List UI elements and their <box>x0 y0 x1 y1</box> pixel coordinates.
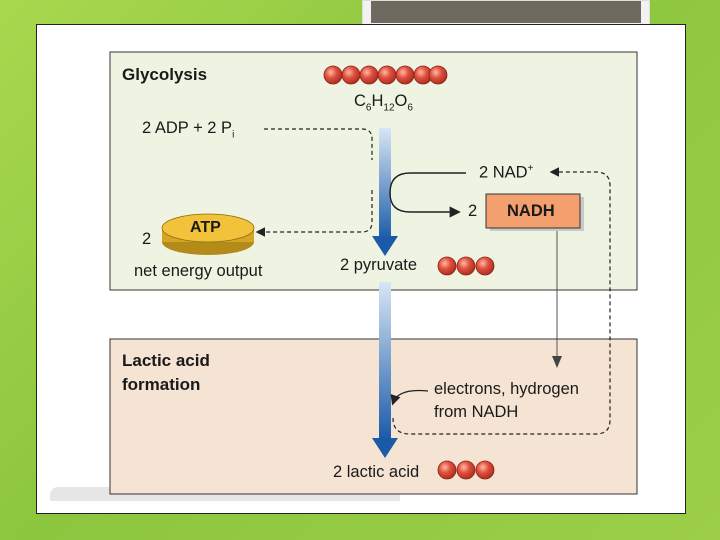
nadh-box <box>485 193 581 229</box>
glucose-molecule <box>323 65 448 85</box>
pyruvate-molecules <box>437 256 495 276</box>
adp-label: 2 ADP + 2 Pi <box>142 119 235 141</box>
lactic-acid-panel <box>109 338 638 495</box>
top-tab <box>362 0 650 26</box>
nad-label: 2 NAD+ <box>479 163 534 182</box>
nadh-label: NADH <box>507 202 555 220</box>
lactic-acid-label: 2 lactic acid <box>333 463 420 481</box>
glycolysis-arrow-shaft <box>379 128 391 240</box>
glycolysis-arrow-head <box>372 236 398 256</box>
pyruvate-label: 2 pyruvate <box>340 256 418 274</box>
electrons-label-line2: from NADH <box>434 403 519 421</box>
top-tab-dark <box>371 1 641 23</box>
adp-dashed-path <box>264 128 373 160</box>
lactic-title-line2: formation <box>122 375 201 394</box>
nad-return-dashed-path <box>392 167 611 435</box>
nad-nadh-curve-arrow <box>389 172 466 218</box>
glycolysis-title: Glycolysis <box>122 65 208 84</box>
lactic-acid-molecules <box>437 460 495 480</box>
glucose-formula: C6H12O6 <box>354 92 413 114</box>
lactic-arrow-shaft <box>379 282 391 440</box>
atp-count: 2 <box>142 230 152 248</box>
nadh-count: 2 <box>468 202 478 220</box>
electrons-curve-arrow <box>390 389 429 406</box>
nadh-down-head <box>552 356 562 368</box>
atp-label: ATP <box>190 219 221 236</box>
lactic-title-line1: Lactic acid <box>122 351 210 370</box>
electrons-label-line1: electrons, hydrogen <box>434 380 579 398</box>
glycolysis-panel <box>109 51 638 291</box>
lactic-arrow-head <box>372 438 398 458</box>
net-energy-label: net energy output <box>134 262 263 280</box>
atp-disc <box>161 213 255 255</box>
